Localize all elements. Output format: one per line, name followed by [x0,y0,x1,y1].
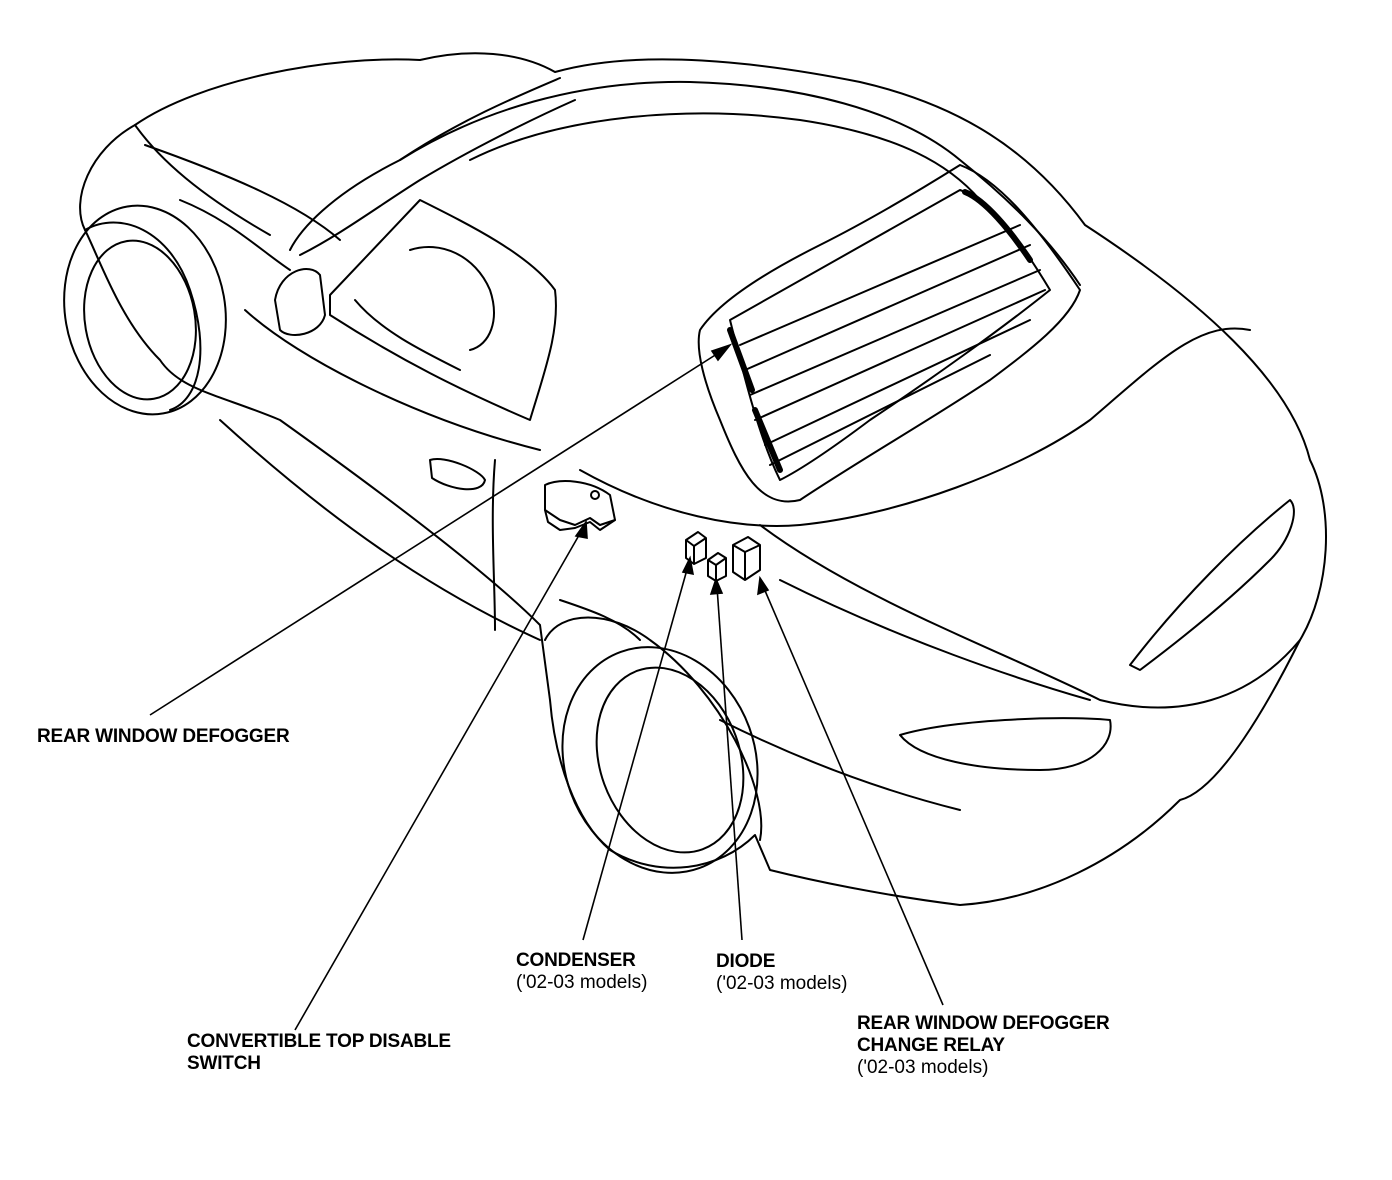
label-text: CONVERTIBLE TOP DISABLE [187,1031,451,1052]
condenser-part [685,531,707,565]
side-mirror [274,268,326,336]
defogger-lines [739,224,1046,466]
switch-part [544,480,616,526]
label-text: REAR WINDOW DEFOGGER [857,1013,1110,1034]
label-text: CHANGE RELAY [857,1035,1005,1056]
leader-relay [762,585,944,1006]
rear-deck [579,327,1251,527]
rear-lamp [899,717,1112,771]
label-text: DIODE [716,951,776,972]
label-convertible-switch: CONVERTIBLE TOP DISABLE SWITCH [187,1031,451,1075]
leader-rear-window-defogger [149,351,721,716]
rear-glass [729,189,1051,481]
leader-convertible-switch [294,529,583,1031]
front-wheel [63,204,227,416]
rear-window-frame [697,164,1081,503]
door-line [244,309,541,451]
label-text: CONDENSER [516,950,636,971]
side-lamp [1129,499,1295,671]
hardtop-roof [399,80,1081,286]
rear-wheel-rim [595,666,745,854]
front-wheel-rim [83,239,197,401]
label-rear-window-defogger: REAR WINDOW DEFOGGER [37,726,290,748]
windshield-frame [289,77,561,251]
label-condenser: CONDENSER ('02-03 models) [516,950,647,994]
side-window [329,199,557,421]
relay-part [732,536,761,581]
label-relay: REAR WINDOW DEFOGGER CHANGE RELAY ('02-0… [857,1013,1110,1079]
label-note: ('02-03 models) [716,973,848,994]
label-text: SWITCH [187,1053,261,1074]
door-handle [429,458,486,491]
leader-condenser [582,565,689,941]
rear-wheel [561,646,759,874]
label-text: REAR WINDOW DEFOGGER [37,726,290,747]
diode-part [707,552,727,582]
label-note: ('02-03 models) [857,1057,989,1078]
label-note: ('02-03 models) [516,972,648,993]
label-diode: DIODE ('02-03 models) [716,951,847,995]
leader-diode [716,586,743,941]
car-body-outline [79,52,1328,906]
